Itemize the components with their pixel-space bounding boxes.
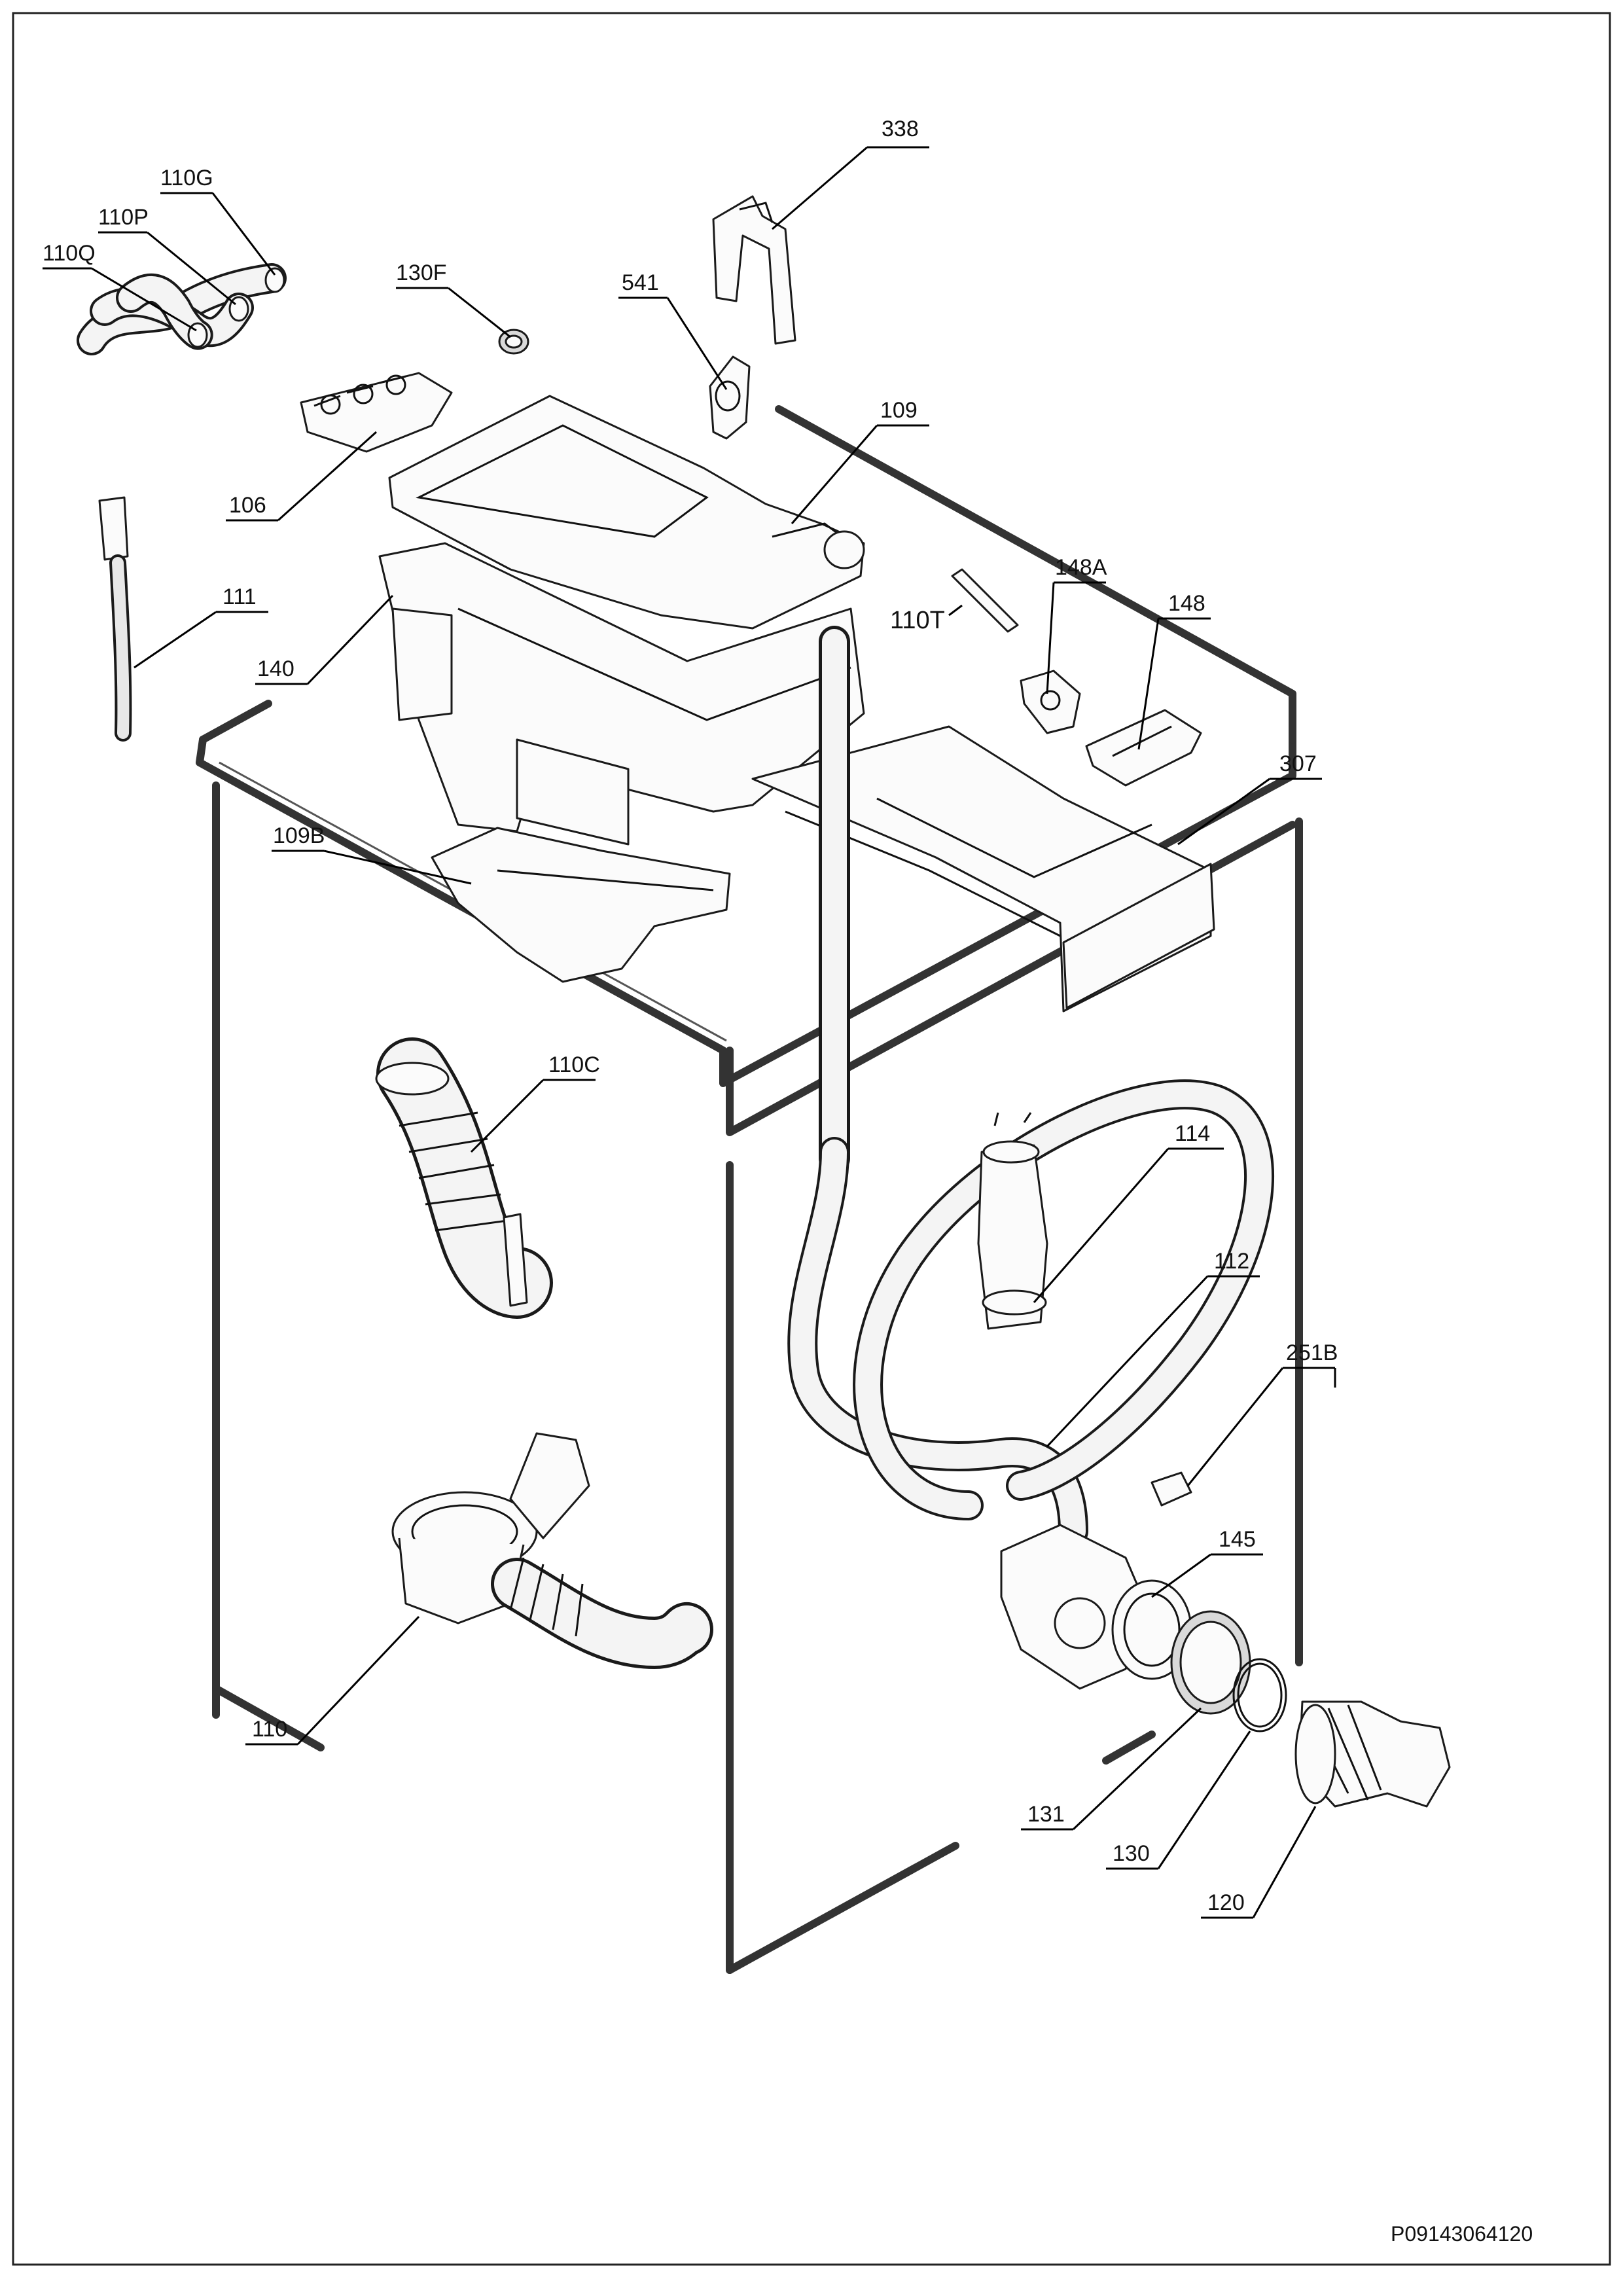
part-130-o-ring [1232,1658,1287,1732]
part-114-pressure-chamber [977,1112,1048,1330]
part-251B-clip [1150,1471,1192,1507]
label-114: 114 [1175,1121,1210,1146]
part-130F-seal-ring [498,329,529,355]
part-148-lock [1085,709,1202,787]
label-140: 140 [257,656,294,681]
label-110C: 110C [548,1052,600,1077]
label-148A: 148A [1055,555,1107,580]
page-frame [12,12,1611,2266]
part-541-clip [709,355,751,440]
label-131: 131 [1027,1802,1065,1827]
label-145: 145 [1219,1527,1256,1552]
label-110T: 110T [890,607,945,634]
part-148A-clip [1020,670,1081,734]
label-111: 111 [223,584,257,609]
part-131-seal [1170,1610,1251,1715]
label-251B: 251B [1286,1340,1338,1365]
part-111-inlet-hose [98,496,132,742]
label-307: 307 [1279,751,1317,776]
label-112: 112 [1214,1249,1249,1274]
leader-lines [43,146,1336,1919]
drawing-reference-code: P09143064120 [1391,2222,1533,2246]
part-109-dispenser-housing [388,395,865,630]
label-109: 109 [880,398,918,423]
part-labels: 338 110G 110P 110Q 130F 541 109 106 111 … [43,117,1338,1915]
part-140-dispenser-body [378,542,865,846]
part-109B-channel [431,827,731,983]
part-110C-bellows [375,1037,553,1319]
label-109B: 109B [273,823,325,848]
label-541: 541 [622,270,659,295]
part-307-detergent-drawer [751,725,1215,1013]
label-106: 106 [229,493,266,518]
label-120: 120 [1207,1890,1245,1915]
label-338: 338 [882,117,919,141]
label-110G: 110G [160,166,213,190]
part-110T-small-tube [951,568,1019,633]
part-112-drain-hose [787,1079,1275,1547]
part-145-pump-housing [1000,1524,1192,1690]
label-130: 130 [1113,1841,1150,1866]
part-110-sump-hose [391,1432,713,1670]
label-148: 148 [1168,591,1205,616]
part-110G-110P-110Q-hoses [77,263,287,355]
label-110Q: 110Q [43,241,96,266]
label-110: 110 [252,1717,287,1742]
label-130F: 130F [396,260,447,285]
part-106-inlet-valve [300,372,453,453]
part-120-pump-filter [1294,1700,1451,1808]
part-338-hose-bracket [712,195,796,345]
label-110P: 110P [98,205,149,230]
